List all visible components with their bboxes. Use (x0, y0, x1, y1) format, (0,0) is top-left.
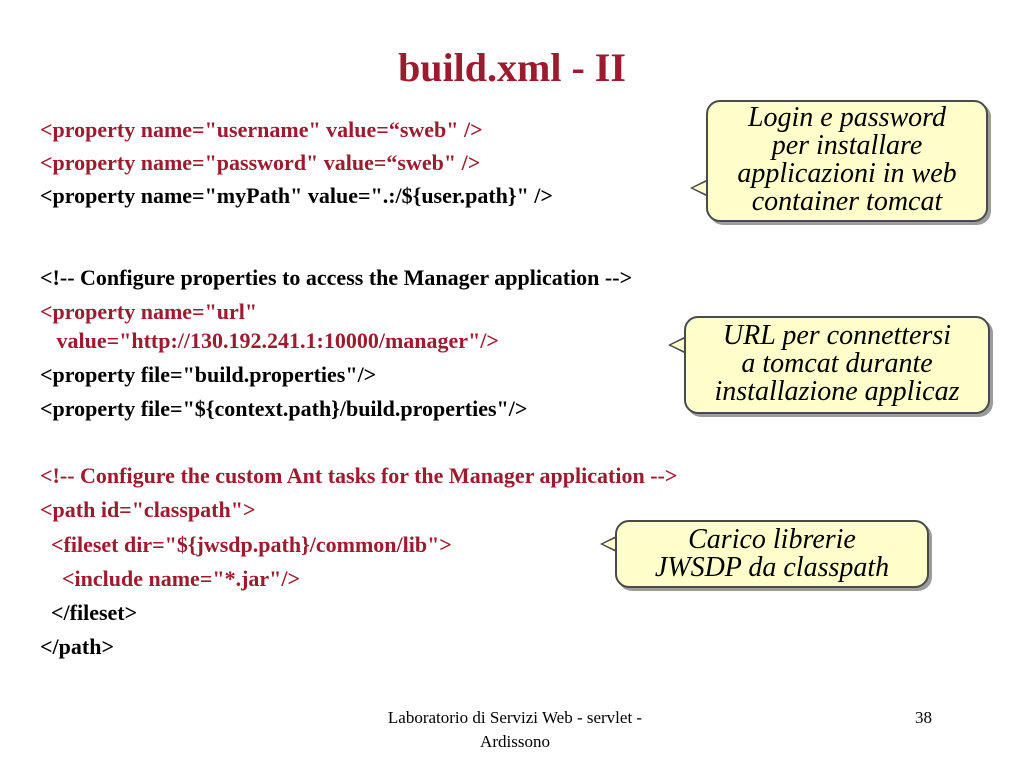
code-line-build-properties: <property file="build.properties"/> (40, 362, 377, 387)
callout-url-pointer (668, 336, 686, 354)
callout-url-line: installazione applicaz (714, 376, 960, 407)
footer-line-2: Ardissono (480, 732, 550, 751)
footer-line-1: Laboratorio di Servizi Web - servlet - (387, 708, 643, 727)
callout-url: URL per connettersi a tomcat durante ins… (684, 316, 990, 414)
code-line-include: <include name="*.jar"/> (40, 566, 301, 591)
callout-classpath-line: Carico librerie (688, 524, 856, 555)
code-line-comment-ant: <!-- Configure the custom Ant tasks for … (40, 463, 678, 488)
code-line-fileset-close: </fileset> (40, 600, 138, 625)
callout-login-line: applicazioni in web (737, 158, 957, 189)
callout-login-line: container tomcat (751, 186, 943, 217)
code-line-path-open: <path id="classpath"> (40, 497, 256, 522)
code-line-comment-manager: <!-- Configure properties to access the … (40, 265, 633, 290)
page-number: 38 (915, 708, 932, 727)
code-line-fileset-open: <fileset dir="${jwsdp.path}/common/lib"> (40, 532, 452, 557)
callout-login-line: per installare (771, 130, 923, 161)
code-line-context-properties: <property file="${context.path}/build.pr… (40, 396, 528, 421)
callout-classpath: Carico librerie JWSDP da classpath (615, 520, 929, 588)
callout-login-line: Login e password (747, 102, 947, 133)
code-line-path-close: </path> (40, 634, 114, 659)
code-line-mypath: <property name="myPath" value=".:/${user… (40, 183, 553, 208)
callout-login-pointer (690, 179, 708, 197)
code-line-url: <property name="url" (40, 299, 258, 324)
callout-classpath-line: JWSDP da classpath (654, 552, 890, 583)
callout-url-line: a tomcat durante (741, 348, 933, 379)
callout-login: Login e password per installare applicaz… (706, 100, 988, 222)
slide-title: build.xml - II (398, 45, 626, 90)
code-line-password: <property name="password" value=“sweb" /… (40, 150, 481, 175)
slide-footer: Laboratorio di Servizi Web - servlet - A… (340, 706, 690, 754)
code-line-url-value: value="http://130.192.241.1:10000/manage… (40, 328, 499, 353)
callout-classpath-pointer (600, 535, 618, 553)
callout-url-line: URL per connettersi (722, 320, 952, 351)
code-line-username: <property name="username" value=“sweb" /… (40, 117, 483, 142)
